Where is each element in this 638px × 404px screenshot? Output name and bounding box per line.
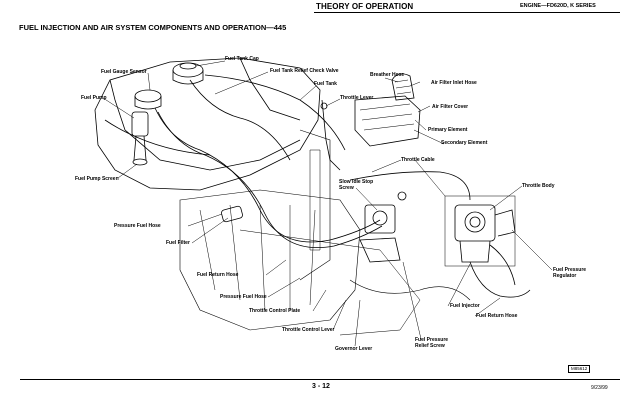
label-throttle-control-plate: Throttle Control Plate — [249, 308, 301, 314]
section-title: FUEL INJECTION AND AIR SYSTEM COMPONENTS… — [19, 23, 287, 32]
air-filter-shape — [354, 95, 421, 147]
label-fuel-pressure-relief-screw: Fuel Pressure Relief Screw — [415, 337, 449, 349]
label-fuel-filter: Fuel Filter — [166, 240, 190, 246]
label-pressure-fuel-hose-2: Pressure Fuel Hose — [220, 294, 267, 300]
label-fuel-return-hose-1: Fuel Return Hose — [197, 272, 239, 278]
header-section: ENGINE—FD620D, K SERIES — [520, 3, 596, 9]
label-fuel-tank-cap: Fuel Tank Cap — [225, 56, 259, 62]
header-rule — [314, 12, 620, 13]
page-date: 9/23/99 — [591, 385, 608, 391]
footer-rule — [20, 379, 620, 380]
label-breather-hose: Breather Hose — [370, 72, 405, 78]
label-pressure-fuel-hose-1: Pressure Fuel Hose — [114, 223, 161, 229]
label-air-filter-inlet-hose: Air Filter Inlet Hose — [431, 80, 477, 86]
label-throttle-cable: Throttle Cable — [401, 157, 435, 163]
label-fuel-tank: Fuel Tank — [314, 81, 337, 87]
label-throttle-body: Throttle Body — [522, 183, 555, 189]
label-primary-element: Primary Element — [428, 127, 468, 133]
label-fuel-pump-screen: Fuel Pump Screen — [75, 176, 119, 182]
fuel-tank-shape — [94, 57, 321, 191]
fuel-tank-cap-shape — [172, 62, 204, 78]
label-air-filter-cover: Air Filter Cover — [432, 104, 469, 110]
label-fuel-pressure-regulator: Fuel Pressure Regulator — [553, 267, 587, 279]
page-number: 3 - 12 — [312, 383, 330, 390]
label-fuel-injector: Fuel Injector — [450, 303, 480, 309]
label-fuel-return-hose-2: Fuel Return Hose — [476, 313, 518, 319]
label-secondary-element: Secondary Element — [441, 140, 488, 146]
header-title: THEORY OF OPERATION — [316, 2, 414, 11]
label-slow-idle-stop-screw: Slow Idle Stop Screw — [339, 179, 374, 191]
label-governor-lever: Governor Lever — [335, 346, 373, 352]
label-fuel-tank-relief-check-valve: Fuel Tank Relief Check Valve — [270, 68, 339, 74]
label-throttle-control-lever: Throttle Control Lever — [282, 327, 335, 333]
label-fuel-pump: Fuel Pump — [81, 95, 107, 101]
label-throttle-lever: Throttle Lever — [340, 95, 374, 101]
figure-code: M85612 — [568, 365, 591, 373]
label-fuel-gauge-sensor: Fuel Gauge Sensor — [101, 69, 147, 75]
